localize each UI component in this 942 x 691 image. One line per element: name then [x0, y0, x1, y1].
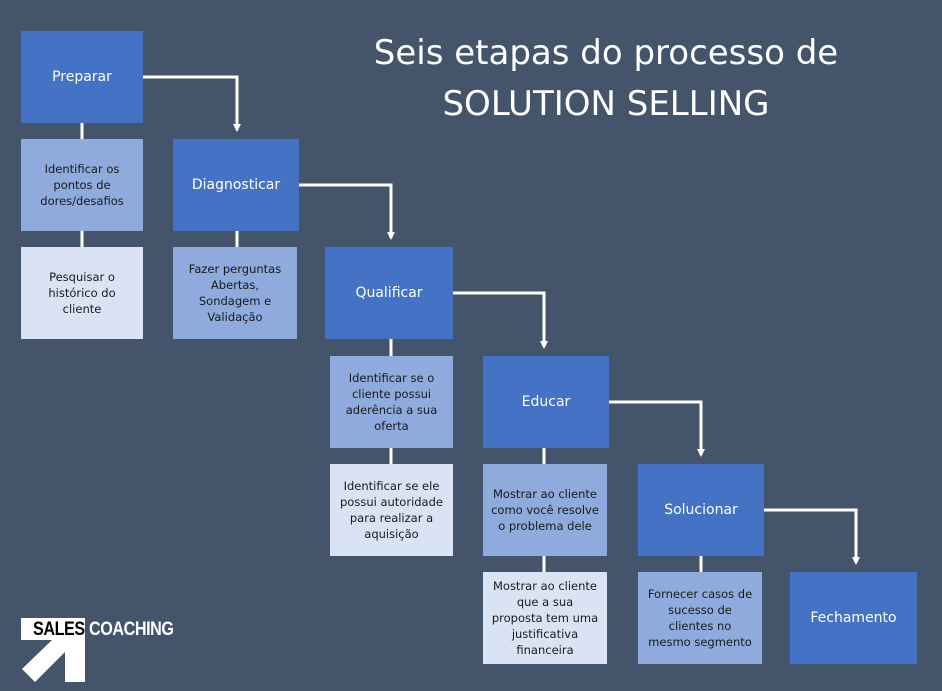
- arrow-preparar-diagnosticar: [143, 75, 241, 132]
- title-line-2: SOLUTION SELLING: [442, 84, 770, 124]
- step-diagnosticar: Diagnosticar: [173, 139, 299, 231]
- detail-box: Pesquisar o histórico do cliente: [21, 247, 143, 339]
- step-label: Preparar: [52, 69, 112, 85]
- detail-text: Fornecer casos de sucesso de clientes no…: [647, 587, 753, 649]
- logo-word-sales: SALES: [33, 619, 85, 640]
- step-educar: Educar: [483, 356, 609, 448]
- detail-box: Identificar os pontos de dores/desafios: [21, 139, 143, 231]
- arrow-diagnosticar-qualificar: [299, 183, 395, 240]
- detail-box: Identificar se o cliente possui aderênci…: [330, 356, 453, 448]
- sales-coaching-logo: SALES COACHING: [21, 618, 181, 684]
- detail-text: Fazer perguntas Abertas, Sondagem e Vali…: [188, 262, 282, 324]
- detail-box: Fazer perguntas Abertas, Sondagem e Vali…: [173, 247, 297, 339]
- arrow-educar-solucionar: [609, 400, 705, 457]
- step-label: Fechamento: [810, 610, 897, 626]
- detail-text: Mostrar ao cliente como você resolve o p…: [491, 487, 599, 533]
- step-preparar: Preparar: [21, 31, 143, 123]
- diagram-title: Seis etapas do processo de SOLUTION SELL…: [330, 28, 882, 130]
- step-solucionar: Solucionar: [638, 464, 764, 556]
- step-qualificar: Qualificar: [325, 247, 453, 339]
- step-label: Educar: [521, 394, 571, 410]
- detail-box: Identificar se ele possui autoridade par…: [330, 464, 453, 556]
- step-fechamento: Fechamento: [790, 572, 917, 664]
- step-label: Qualificar: [355, 285, 423, 301]
- arrow-logo-icon: [21, 618, 85, 682]
- detail-text: Identificar se o cliente possui aderênci…: [345, 371, 438, 433]
- detail-text: Pesquisar o histórico do cliente: [48, 270, 116, 316]
- step-label: Diagnosticar: [191, 177, 281, 193]
- arrow-qualificar-educar: [453, 291, 548, 349]
- detail-box: Fornecer casos de sucesso de clientes no…: [638, 572, 762, 664]
- detail-text: Identificar os pontos de dores/desafios: [40, 162, 124, 208]
- detail-text: Mostrar ao cliente que a sua proposta te…: [491, 579, 599, 657]
- step-label: Solucionar: [664, 502, 738, 518]
- logo-word-coaching: COACHING: [89, 619, 174, 640]
- detail-box: Mostrar ao cliente como você resolve o p…: [483, 464, 607, 556]
- detail-box: Mostrar ao cliente que a sua proposta te…: [483, 572, 607, 664]
- arrow-solucionar-fechamento: [764, 508, 860, 565]
- detail-text: Identificar se ele possui autoridade par…: [340, 479, 443, 541]
- title-line-1: Seis etapas do processo de: [373, 33, 839, 73]
